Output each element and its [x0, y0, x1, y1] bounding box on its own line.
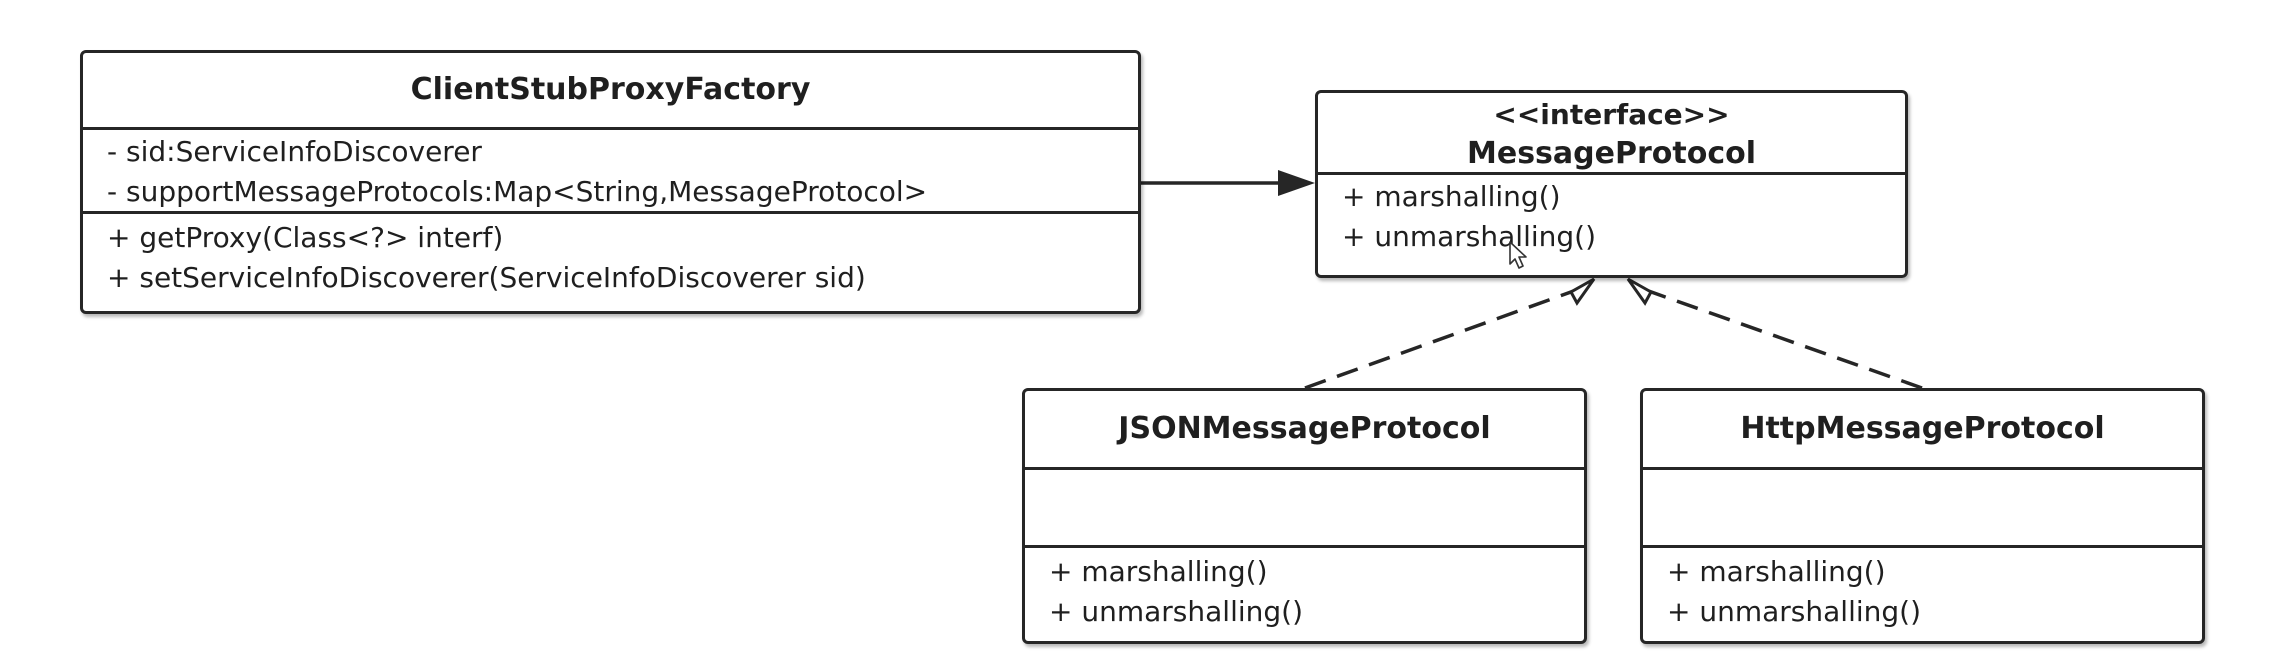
- class-header: <<interface>> MessageProtocol: [1318, 93, 1905, 175]
- operations-section: + marshalling() + unmarshalling(): [1025, 548, 1584, 632]
- attribute: - sid:ServiceInfoDiscoverer: [107, 135, 482, 168]
- operation: + marshalling(): [1667, 555, 1886, 588]
- interface-message-protocol[interactable]: <<interface>> MessageProtocol + marshall…: [1315, 90, 1908, 278]
- operation: + setServiceInfoDiscoverer(ServiceInfoDi…: [107, 261, 866, 294]
- class-name: MessageProtocol: [1467, 136, 1756, 171]
- operations-section: + marshalling() + unmarshalling(): [1643, 548, 2202, 632]
- operation: + marshalling(): [1049, 555, 1268, 588]
- operation: + unmarshalling(): [1342, 220, 1596, 253]
- stereotype-label: <<interface>>: [1493, 98, 1730, 131]
- realization-json: [1304, 277, 1596, 390]
- class-header: JSONMessageProtocol: [1025, 391, 1584, 470]
- class-header: HttpMessageProtocol: [1643, 391, 2202, 470]
- attributes-section: - sid:ServiceInfoDiscoverer - supportMes…: [83, 130, 1138, 214]
- operation: + getProxy(Class<?> interf): [107, 221, 504, 254]
- class-json-message-protocol[interactable]: JSONMessageProtocol + marshalling() + un…: [1022, 388, 1587, 644]
- operation: + unmarshalling(): [1049, 595, 1303, 628]
- class-name: JSONMessageProtocol: [1118, 411, 1491, 446]
- class-header: ClientStubProxyFactory: [83, 53, 1138, 130]
- attribute: - supportMessageProtocols:Map<String,Mes…: [107, 175, 928, 208]
- operations-section: + getProxy(Class<?> interf) + setService…: [83, 214, 1138, 298]
- class-http-message-protocol[interactable]: HttpMessageProtocol + marshalling() + un…: [1640, 388, 2205, 644]
- operation: + marshalling(): [1342, 180, 1561, 213]
- association-arrow: [1141, 170, 1315, 196]
- class-name: ClientStubProxyFactory: [410, 72, 811, 107]
- class-client-stub-proxy-factory[interactable]: ClientStubProxyFactory - sid:ServiceInfo…: [80, 50, 1141, 314]
- mouse-cursor-icon: [1509, 241, 1527, 269]
- class-name: HttpMessageProtocol: [1740, 411, 2105, 446]
- realization-http: [1626, 277, 1923, 390]
- attributes-section: [1643, 470, 2202, 548]
- attributes-section: [1025, 470, 1584, 548]
- operation: + unmarshalling(): [1667, 595, 1921, 628]
- operations-section: + marshalling() + unmarshalling(): [1318, 175, 1905, 257]
